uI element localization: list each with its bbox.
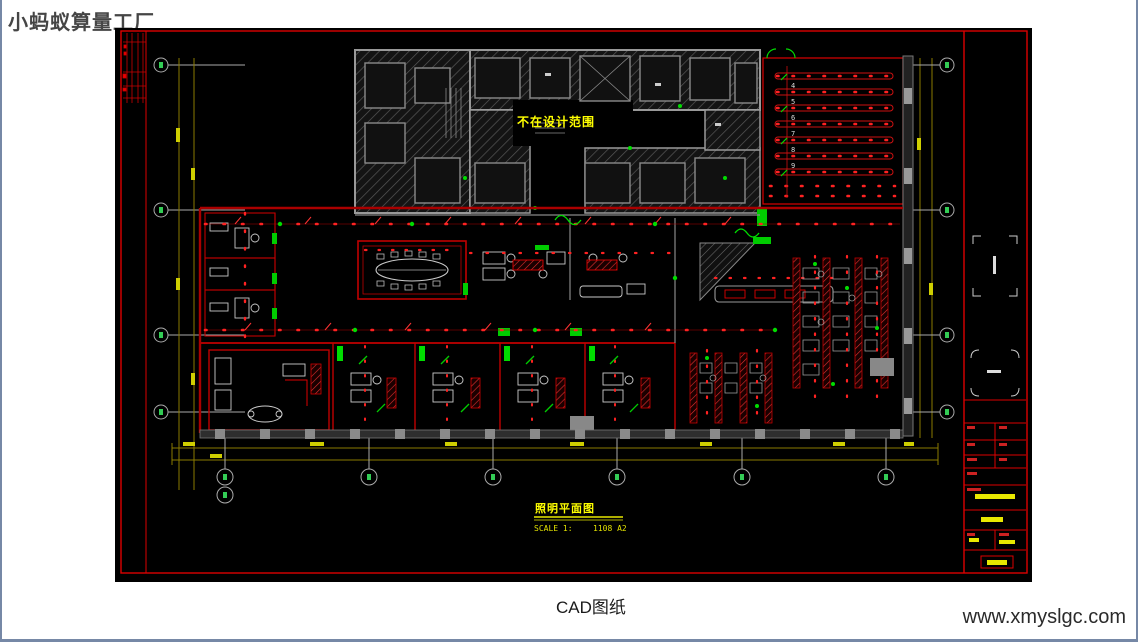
right-wall-band	[902, 55, 914, 437]
website-link[interactable]: www.xmyslgc.com	[962, 606, 1126, 628]
wiring-feeders	[203, 214, 902, 333]
cad-drawing-canvas: 不在设计范围 4 5 6 7	[115, 28, 1032, 582]
archive-room: 4 5 6 7 8 9	[757, 48, 904, 226]
caption: CAD图纸	[556, 598, 626, 617]
grid-bubbles-right	[905, 57, 955, 438]
conference-room	[357, 240, 468, 300]
dimension-lines-bottom	[171, 433, 939, 504]
title-block	[964, 235, 1026, 569]
slide-border-bottom	[0, 639, 1138, 642]
plan-title: 照明平面图	[535, 502, 595, 515]
svg-text:7: 7	[791, 130, 795, 138]
scale-label: SCALE 1:	[534, 524, 573, 533]
svg-text:9: 9	[791, 162, 795, 170]
sheet-border	[120, 30, 1028, 574]
open-office	[689, 254, 894, 428]
dimension-lines-left	[176, 58, 195, 490]
svg-text:5: 5	[791, 98, 795, 106]
out-of-scope-label: 不在设计范围	[517, 114, 595, 129]
mini-schedule-table	[122, 33, 146, 103]
sheet-size-label: 1108 A2	[593, 524, 627, 533]
slide-border-right	[1136, 0, 1138, 642]
left-rooms	[204, 211, 277, 340]
svg-text:4: 4	[791, 82, 795, 90]
plan-title-block: 照明平面图 SCALE 1: 1108 A2	[534, 502, 627, 533]
slide-border-left	[0, 0, 2, 642]
cad-floorplan-svg: 不在设计范围 4 5 6 7	[120, 30, 1028, 574]
bottom-offices	[199, 343, 904, 439]
lobby-reception	[699, 228, 837, 303]
upper-building: 不在设计范围	[354, 49, 761, 214]
grid-bubbles-left	[153, 57, 245, 420]
svg-text:8: 8	[791, 146, 795, 154]
svg-text:6: 6	[791, 114, 795, 122]
middle-offices	[468, 218, 676, 343]
